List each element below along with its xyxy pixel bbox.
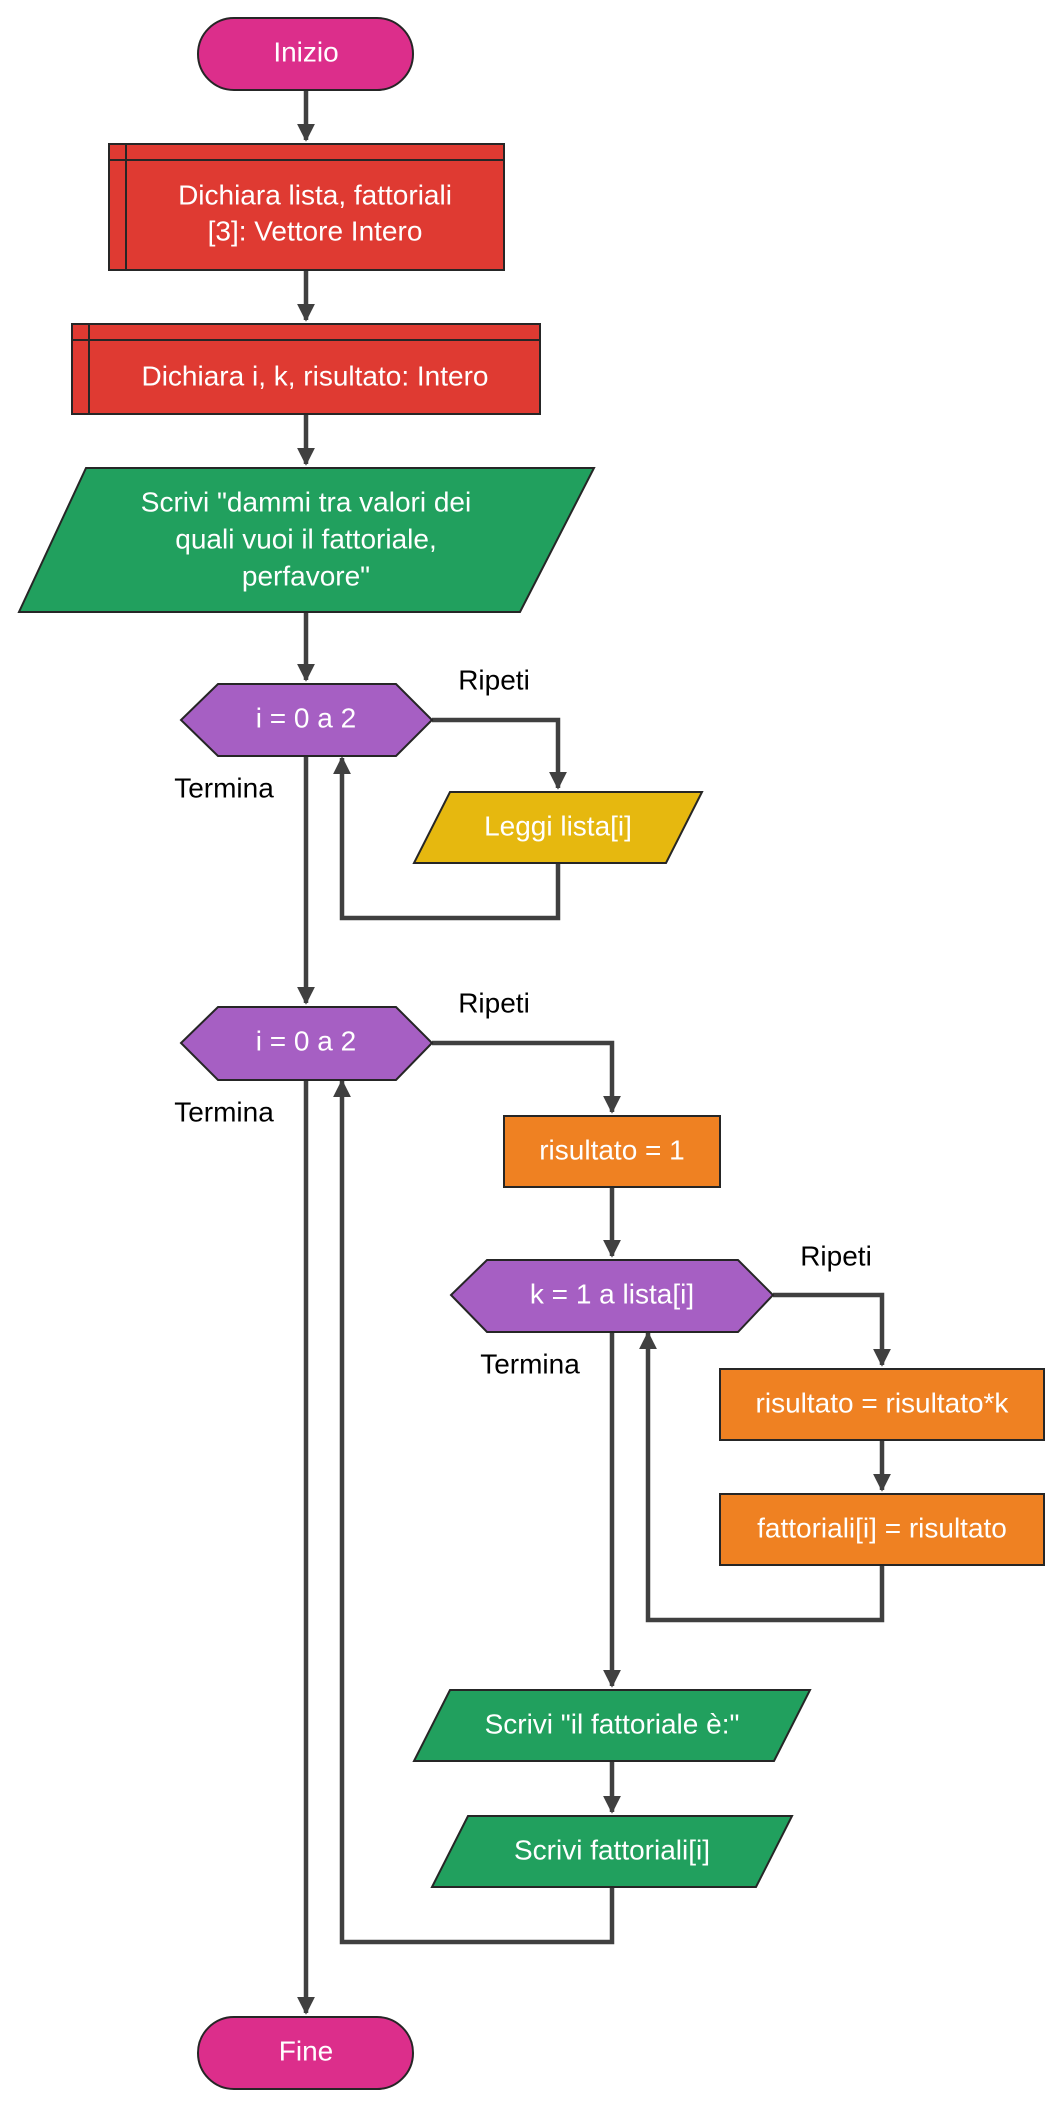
- write-title-shape: [412, 1689, 812, 1762]
- edge-write2-loop2-back: [333, 1079, 615, 1945]
- end-node: Fine: [197, 2016, 414, 2090]
- init-result-label: risultato = 1: [539, 1134, 685, 1165]
- declare-arrays-node: Dichiara lista, fattoriali [3]: Vettore …: [108, 143, 505, 271]
- loop1-label: i = 0 a 2: [256, 702, 356, 733]
- loop1-shape: [179, 683, 434, 757]
- multiply-shape: [719, 1368, 1045, 1441]
- prompt-output-shape: [17, 467, 596, 613]
- loop1-end-label: Termina: [174, 772, 274, 803]
- write-result-node: Scrivi fattoriali[i]: [430, 1815, 794, 1888]
- end-label: Fine: [279, 2035, 333, 2066]
- declare-arrays-shape: [108, 143, 505, 271]
- edge-loop2-init: [432, 1040, 621, 1114]
- prompt-output-node: Scrivi "dammi tra valori dei quali vuoi …: [17, 467, 596, 613]
- edge-loop1-read: [432, 717, 567, 790]
- assign-shape: [719, 1493, 1045, 1566]
- write-result-shape: [430, 1815, 794, 1888]
- loop2-end-label: Termina: [174, 1096, 274, 1127]
- loop2-repeat-label: Ripeti: [458, 987, 530, 1018]
- loop2-label: i = 0 a 2: [256, 1025, 356, 1056]
- multiply-label: risultato = risultato*k: [756, 1387, 1010, 1418]
- multiply-node: risultato = risultato*k: [719, 1368, 1045, 1441]
- loop3-end-label: Termina: [480, 1348, 580, 1379]
- write-title-label: Scrivi "il fattoriale è:": [485, 1708, 740, 1739]
- loop1-node: i = 0 a 2: [179, 683, 434, 757]
- edge-assign-loop3-back: [639, 1331, 885, 1623]
- loop2-shape: [179, 1006, 434, 1081]
- loop2-node: i = 0 a 2: [179, 1006, 434, 1081]
- loop3-label: k = 1 a lista[i]: [530, 1278, 694, 1309]
- prompt-label-3: perfavore": [242, 560, 370, 591]
- start-label: Inizio: [273, 36, 338, 67]
- assign-node: fattoriali[i] = risultato: [719, 1493, 1045, 1566]
- init-result-node: risultato = 1: [503, 1115, 721, 1188]
- edges: [297, 90, 891, 2015]
- loop3-shape: [449, 1259, 775, 1333]
- write-title-node: Scrivi "il fattoriale è:": [412, 1689, 812, 1762]
- loop3-node: k = 1 a lista[i]: [449, 1259, 775, 1333]
- start-node: Inizio: [197, 17, 414, 91]
- end-shape: [197, 2016, 414, 2090]
- prompt-label-2: quali vuoi il fattoriale,: [175, 523, 436, 554]
- read-input-node: Leggi lista[i]: [412, 791, 704, 864]
- loop3-repeat-label: Ripeti: [800, 1240, 872, 1271]
- declare-ints-node: Dichiara i, k, risultato: Intero: [71, 323, 541, 415]
- declare-arrays-label-2: [3]: Vettore Intero: [208, 215, 423, 246]
- init-result-shape: [503, 1115, 721, 1188]
- write-result-label: Scrivi fattoriali[i]: [514, 1834, 710, 1865]
- read-input-label: Leggi lista[i]: [484, 810, 632, 841]
- prompt-label-1: Scrivi "dammi tra valori dei: [141, 486, 471, 517]
- assign-label: fattoriali[i] = risultato: [757, 1512, 1007, 1543]
- edge-read-loop1-back: [333, 756, 561, 921]
- read-input-shape: [412, 791, 704, 864]
- declare-arrays-label-1: Dichiara lista, fattoriali: [178, 179, 452, 210]
- edge-loop3-mult: [773, 1292, 891, 1367]
- declare-ints-label: Dichiara i, k, risultato: Intero: [141, 360, 488, 391]
- start-shape: [197, 17, 414, 91]
- loop1-repeat-label: Ripeti: [458, 664, 530, 695]
